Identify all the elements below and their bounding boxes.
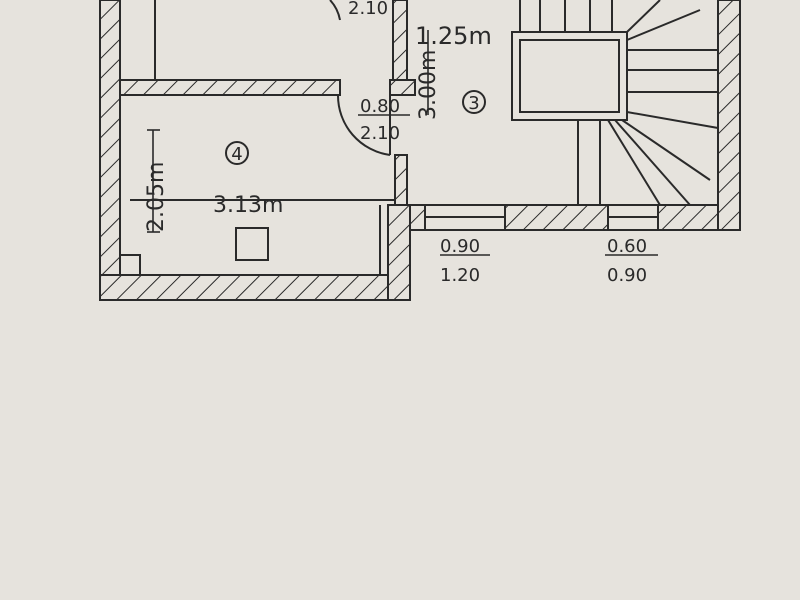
staircase bbox=[511, 0, 719, 206]
label-stair-room-width: 1.25m bbox=[415, 22, 492, 50]
wall-bottom-left bbox=[99, 274, 411, 301]
wall-partition-upper bbox=[392, 0, 408, 81]
inner-lines bbox=[119, 0, 395, 275]
stair-well bbox=[511, 31, 628, 121]
windows bbox=[424, 204, 659, 231]
wall-divider-room4-b bbox=[389, 79, 416, 96]
room4-fixture bbox=[235, 227, 269, 261]
door-swing-room4 bbox=[336, 94, 391, 156]
doors bbox=[329, 0, 391, 156]
wall-divider-room4 bbox=[119, 79, 341, 96]
label-window2-top: 0.60 bbox=[607, 236, 647, 257]
label-room3-number: 3 bbox=[468, 93, 479, 114]
label-window2-bottom: 0.90 bbox=[607, 265, 647, 286]
wall-room4-right bbox=[387, 204, 411, 301]
label-window1-bottom: 1.20 bbox=[440, 265, 480, 286]
room3-marker bbox=[462, 90, 486, 114]
door-swing-top bbox=[329, 0, 341, 21]
label-room4-width: 3.13m bbox=[213, 193, 283, 218]
label-window1-top: 0.90 bbox=[440, 236, 480, 257]
label-stair-room-height: 3.00m bbox=[416, 50, 441, 120]
wall-right bbox=[717, 0, 741, 231]
dimension-lines bbox=[147, 30, 658, 256]
label-door-mid-top: 0.80 bbox=[360, 96, 400, 117]
room4-marker bbox=[225, 141, 249, 165]
label-room4-number: 4 bbox=[231, 144, 242, 165]
label-door-mid-bottom: 2.10 bbox=[360, 123, 400, 144]
label-door-top-bottom: 2.10 bbox=[348, 0, 388, 19]
wall-left bbox=[99, 0, 121, 301]
wall-partition-3-4 bbox=[394, 154, 408, 206]
label-room4-height: 2.05m bbox=[144, 162, 169, 232]
